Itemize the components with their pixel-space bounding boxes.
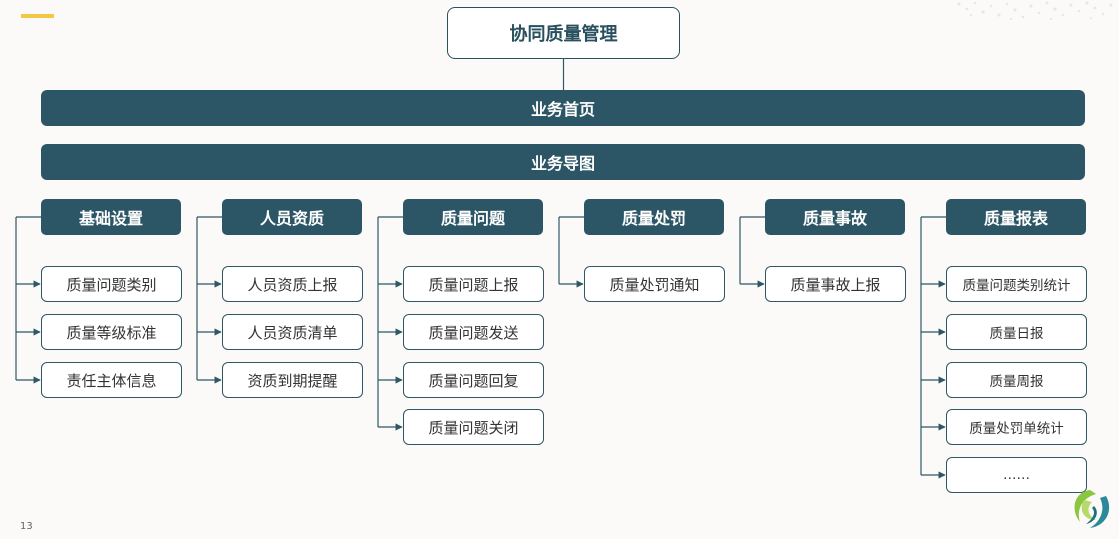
- sub-item-label: 资质到期提醒: [247, 371, 338, 390]
- sub-item-label: 质量周报: [989, 374, 1044, 390]
- sub-item-node[interactable]: 质量等级标准: [41, 314, 182, 350]
- sub-item-node[interactable]: 质量问题上报: [403, 266, 544, 302]
- sub-item-label: 质量问题上报: [428, 275, 519, 294]
- category-node[interactable]: 基础设置: [41, 199, 181, 235]
- sub-item-label: 人员资质上报: [247, 275, 338, 294]
- category-label: 人员资质: [259, 209, 324, 228]
- sub-item-label: 质量问题关闭: [428, 418, 519, 437]
- sub-item-node[interactable]: 质量日报: [946, 314, 1087, 350]
- sub-item-node[interactable]: 质量处罚单统计: [946, 409, 1087, 445]
- sub-item-node[interactable]: 责任主体信息: [41, 362, 182, 398]
- sub-item-label: 质量处罚单统计: [969, 421, 1064, 437]
- sub-item-node[interactable]: 质量问题类别: [41, 266, 182, 302]
- root-title: 协同质量管理: [509, 24, 618, 45]
- sub-item-label: 质量事故上报: [790, 275, 881, 294]
- company-logo-swirl-icon: [1074, 490, 1110, 528]
- sub-item-label: 质量问题发送: [428, 323, 519, 342]
- sub-item-label: 责任主体信息: [66, 371, 157, 390]
- sub-item-node[interactable]: 质量问题发送: [403, 314, 544, 350]
- sub-item-label: 质量等级标准: [66, 323, 157, 342]
- sub-item-node[interactable]: 质量周报: [946, 362, 1087, 398]
- sub-item-label: 质量问题类别: [66, 275, 157, 294]
- category-label: 质量处罚: [621, 209, 686, 228]
- business-map-bar[interactable]: 业务导图: [41, 144, 1085, 180]
- category-node[interactable]: 人员资质: [222, 199, 362, 235]
- sub-item-node[interactable]: 质量问题回复: [403, 362, 544, 398]
- category-node[interactable]: 质量问题: [403, 199, 543, 235]
- root-node: 协同质量管理: [447, 7, 680, 59]
- sub-item-label: 质量问题类别统计: [962, 278, 1071, 294]
- page-number: 13: [20, 521, 33, 532]
- category-label: 质量事故: [802, 209, 867, 228]
- category-node[interactable]: 质量报表: [946, 199, 1086, 235]
- sub-item-label: ……: [1003, 467, 1030, 483]
- sub-item-node[interactable]: 质量问题关闭: [403, 409, 544, 445]
- accent-line: [21, 14, 54, 18]
- category-label: 质量问题: [440, 209, 505, 228]
- sub-item-label: 人员资质清单: [247, 323, 338, 342]
- sub-item-node[interactable]: 人员资质上报: [222, 266, 363, 302]
- sub-item-node[interactable]: 质量处罚通知: [584, 266, 725, 302]
- corner-texture-decoration: [957, 1, 1113, 21]
- category-node[interactable]: 质量处罚: [584, 199, 724, 235]
- sub-item-node[interactable]: 资质到期提醒: [222, 362, 363, 398]
- sub-item-label: 质量日报: [989, 326, 1044, 342]
- sub-item-label: 质量问题回复: [428, 371, 519, 390]
- bar-label: 业务首页: [530, 100, 595, 119]
- category-label: 基础设置: [78, 209, 143, 228]
- category-node[interactable]: 质量事故: [765, 199, 905, 235]
- bar-label: 业务导图: [530, 154, 595, 173]
- sub-item-node[interactable]: 质量问题类别统计: [946, 266, 1087, 302]
- sub-item-label: 质量处罚通知: [609, 275, 700, 294]
- business-home-bar[interactable]: 业务首页: [41, 90, 1085, 126]
- sub-item-node[interactable]: 质量事故上报: [765, 266, 906, 302]
- category-label: 质量报表: [983, 209, 1048, 228]
- sub-item-node[interactable]: ……: [946, 457, 1087, 493]
- sub-item-node[interactable]: 人员资质清单: [222, 314, 363, 350]
